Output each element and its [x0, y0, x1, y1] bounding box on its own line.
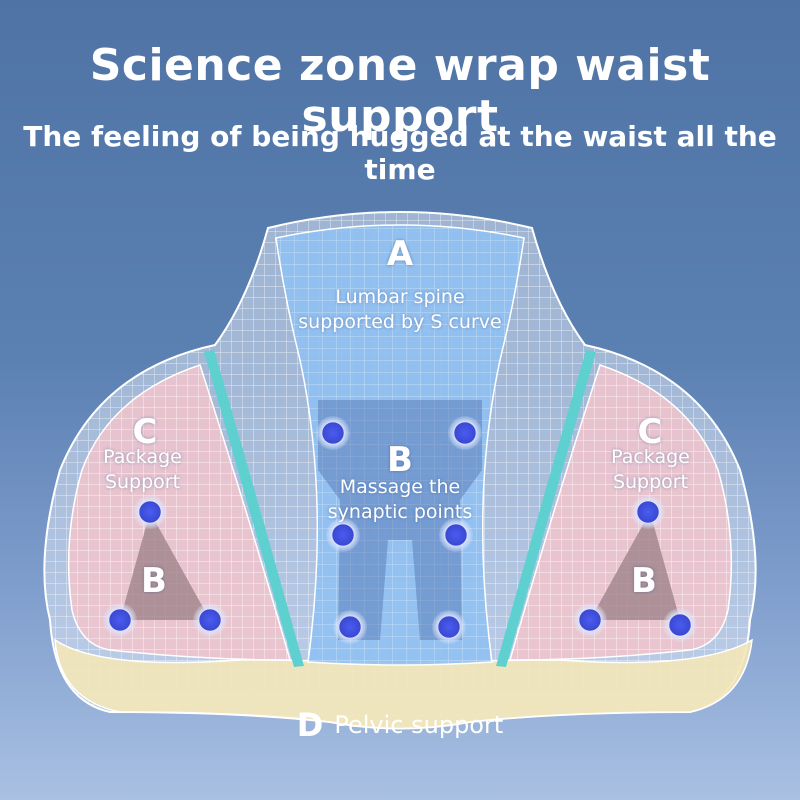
zone-d-text: Pelvic support	[334, 711, 504, 739]
zone-c-right-letter: C	[637, 412, 663, 452]
massage-node	[133, 495, 167, 529]
page-title: Science zone wrap waist support	[89, 40, 711, 142]
massage-nodes	[103, 416, 697, 644]
zone-b-right-letter: B	[631, 561, 657, 601]
zone-c-right-text: Package Support	[611, 446, 690, 493]
zone-d-label: D Pelvic support	[0, 706, 800, 744]
massage-node	[663, 608, 697, 642]
triangle-left	[120, 512, 210, 620]
massage-node	[193, 603, 227, 637]
massage-node	[631, 495, 665, 529]
zone-c-left-letter: C	[132, 412, 158, 452]
page-subtitle: The feeling of being hugged at the waist…	[23, 120, 777, 186]
zone-c-left-text: Package Support	[103, 446, 182, 493]
zone-b-center-letter: B	[387, 440, 413, 480]
teal-stripe-right	[496, 350, 596, 667]
zone-a-text: Lumbar spine supported by S curve	[298, 286, 502, 333]
zone-a-letter: A	[386, 234, 414, 274]
massage-region	[318, 400, 482, 640]
zone-b-left-letter: B	[141, 561, 167, 601]
massage-node	[439, 518, 473, 552]
zone-b-center-text: Massage the synaptic points	[327, 476, 473, 523]
zone-d-letter: D	[296, 706, 324, 744]
massage-node	[103, 603, 137, 637]
triangle-right	[590, 512, 680, 620]
massage-node	[432, 610, 466, 644]
teal-stripe-left	[204, 350, 304, 667]
massage-node	[573, 603, 607, 637]
massage-node	[316, 416, 350, 450]
massage-node	[448, 416, 482, 450]
massage-node	[326, 518, 360, 552]
massage-node	[333, 610, 367, 644]
